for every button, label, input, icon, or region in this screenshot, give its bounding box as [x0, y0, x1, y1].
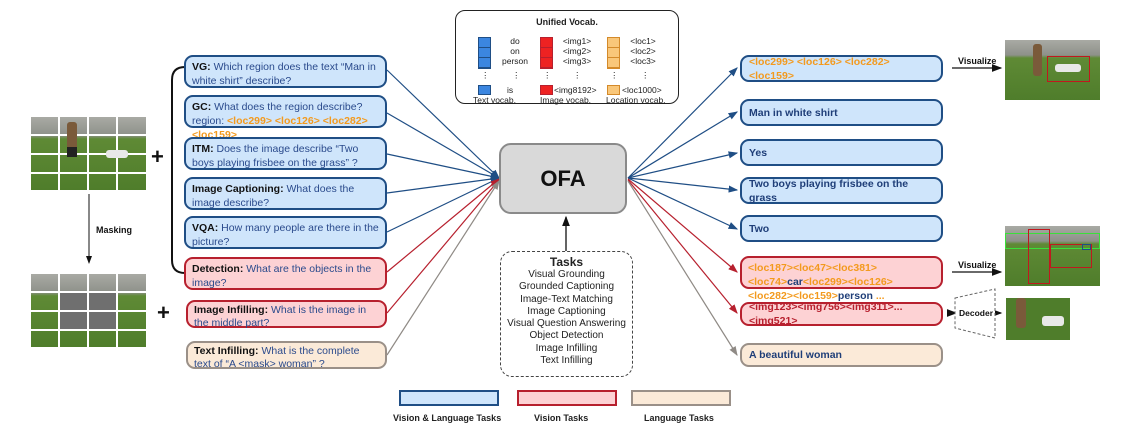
input-image-infilling: Image Infilling: What is the image in th… [186, 300, 387, 329]
legend-swatch-vision [517, 390, 617, 406]
bracket [171, 66, 186, 274]
output-text-infilling: A beautiful woman [740, 343, 943, 367]
input-text-infilling: Text Infilling: What is the complete tex… [186, 341, 387, 370]
legend-swatch-vision-language [399, 390, 499, 406]
input-vg: VG: Which region does the text “Man in w… [184, 55, 387, 88]
visualized-grounding-image [1005, 40, 1100, 100]
ofa-model-block: OFA [499, 143, 627, 214]
output-image-captioning: Two boys playing frisbee on the grass [740, 177, 943, 204]
input-itm: ITM: Does the image describe “Two boys p… [184, 137, 387, 170]
visualize-label-1: Visualize [958, 56, 997, 66]
tasks-title: Tasks [549, 255, 584, 269]
task-item: Image Captioning [527, 305, 606, 317]
input-connectors [386, 69, 501, 356]
tasks-panel: Tasks Visual Grounding Grounded Captioni… [500, 251, 633, 377]
vocab-title: Unified Vocab. [536, 17, 598, 27]
decoder-shape [954, 288, 996, 339]
text-vocab-label: Text vocab. [473, 95, 516, 105]
text-vocab-stack [478, 37, 491, 69]
decoded-infilled-image [1006, 298, 1070, 340]
location-vocab-stack [607, 37, 620, 69]
input-gc: GC: What does the region describe? regio… [184, 95, 387, 141]
output-gc: Man in white shirt [740, 99, 943, 126]
masking-label: Masking [96, 225, 133, 235]
decoder-label: Decoder [959, 308, 994, 318]
image-vocab-label: Image vocab. [540, 95, 592, 105]
visualize-label-2: Visualize [958, 260, 997, 270]
masked-image-grid [31, 274, 146, 347]
output-vg: <loc299> <loc126> <loc282> <loc159> [740, 55, 943, 82]
legend-label-vision: Vision Tasks [534, 413, 589, 423]
task-item: Image Infilling [535, 342, 598, 354]
image-vocab-stack [540, 37, 553, 69]
plus-sign-1: + [151, 144, 164, 169]
visualized-detection-image [1005, 226, 1100, 286]
original-image-grid [31, 117, 146, 190]
input-vqa: VQA: How many people are there in the pi… [184, 216, 387, 249]
task-item: Grounded Captioning [518, 281, 615, 293]
task-item: Visual Grounding [528, 269, 605, 280]
task-item: Object Detection [529, 330, 604, 342]
task-item: Text Infilling [540, 355, 593, 367]
input-image-captioning: Image Captioning: What does the image de… [184, 177, 387, 210]
location-vocab-label: Location vocab. [606, 95, 666, 105]
output-itm: Yes [740, 139, 943, 166]
legend-label-vision-language: Vision & Language Tasks [393, 413, 502, 423]
output-image-infilling: <img123><img756><img311>...<img521> [740, 301, 943, 327]
plus-sign-2: + [157, 300, 170, 325]
output-detection: <loc187><loc47><loc381><loc74>car<loc299… [740, 256, 943, 302]
input-detection: Detection: What are the objects in the i… [184, 257, 387, 290]
task-item: Visual Question Answering [507, 318, 626, 330]
legend-label-language: Language Tasks [644, 413, 714, 423]
legend-swatch-language [631, 390, 731, 406]
output-vqa: Two [740, 215, 943, 242]
output-connectors [627, 67, 739, 357]
task-item: Image-Text Matching [520, 293, 613, 305]
